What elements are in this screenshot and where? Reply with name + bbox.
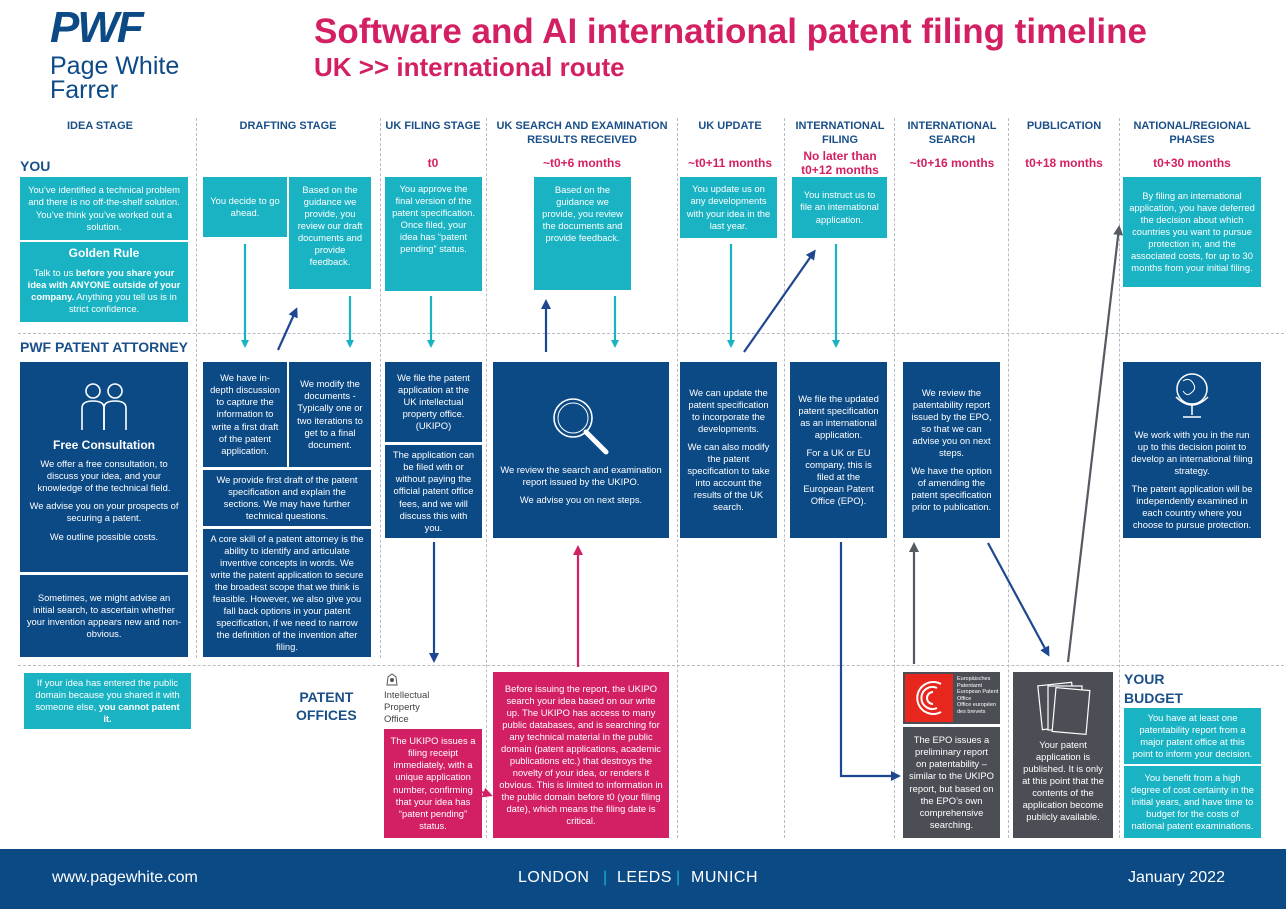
footer-office-munich: MUNICH — [691, 869, 758, 887]
footer-date: January 2022 — [1128, 869, 1225, 887]
footer-office-leeds: LEEDS — [617, 869, 672, 887]
footer-separator: | — [676, 869, 680, 887]
footer-url[interactable]: www.pagewhite.com — [52, 869, 198, 887]
footer-separator: | — [603, 869, 607, 887]
pink-arrows — [482, 548, 578, 795]
teal-down-arrows — [245, 244, 836, 346]
footer: www.pagewhite.com LONDON | LEEDS | MUNIC… — [0, 849, 1286, 909]
navy-arrows — [278, 252, 1048, 776]
grey-arrows — [914, 228, 1119, 664]
footer-office-london: LONDON — [518, 869, 589, 887]
